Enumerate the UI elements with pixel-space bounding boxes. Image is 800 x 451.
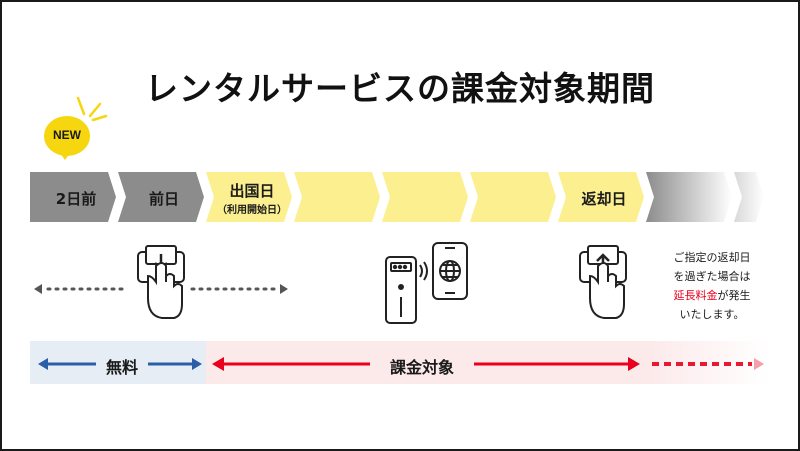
segment-sublabel-usage-start: （利用開始日） (217, 205, 287, 216)
new-badge-text: NEW (53, 128, 81, 142)
timeline-segment-day-5 (382, 172, 468, 222)
late-fee-note: ご指定の返却日 を過ぎた場合は 延長料金が発生 いたします。 (652, 248, 772, 324)
new-badge: NEW (44, 96, 108, 160)
timeline-segment-overtime-1 (646, 172, 732, 222)
charge-label: 課金対象 (389, 358, 454, 377)
note-line-2: を過ぎた場合は (673, 270, 751, 283)
late-fee-highlight: 延長料金 (673, 289, 718, 302)
timeline-segment-departure-day (206, 172, 292, 222)
new-badge-circle (44, 116, 90, 156)
card-eject-icon (579, 245, 627, 319)
timeline-segment-two-days-before (30, 172, 116, 222)
note-line-3-rest: が発生 (717, 289, 751, 302)
free-period-dotted-arrow (34, 284, 288, 294)
smartphone-globe-icon (432, 242, 468, 300)
sparkle-icon (76, 96, 108, 122)
segment-label-return-day: 返却日 (581, 190, 627, 208)
note-line-3: 延長料金が発生 (652, 286, 772, 305)
note-line-4: いたします。 (679, 308, 745, 321)
timeline-segment-day-6 (470, 172, 556, 222)
timeline-segment-overtime-2 (734, 172, 764, 222)
new-badge-tail (58, 150, 72, 160)
charge-arrow (212, 357, 640, 371)
segment-label-departure-day: 出国日 (229, 182, 275, 200)
segment-label-day-before: 前日 (148, 190, 179, 208)
card-insert-icon (137, 245, 185, 319)
segment-label-two-days-before: 2日前 (55, 190, 97, 208)
free-label: 無料 (105, 358, 138, 377)
timeline-segment-return-day (558, 172, 644, 222)
timeline-segment-day-before (118, 172, 204, 222)
late-fee-dashed-arrow (652, 358, 764, 370)
card-reader-icon (385, 256, 428, 324)
free-arrow (38, 358, 202, 370)
timeline-segment-day-4 (294, 172, 380, 222)
note-line-1: ご指定の返却日 (673, 251, 751, 264)
page-title: レンタルサービスの課金対象期間 (145, 69, 655, 108)
